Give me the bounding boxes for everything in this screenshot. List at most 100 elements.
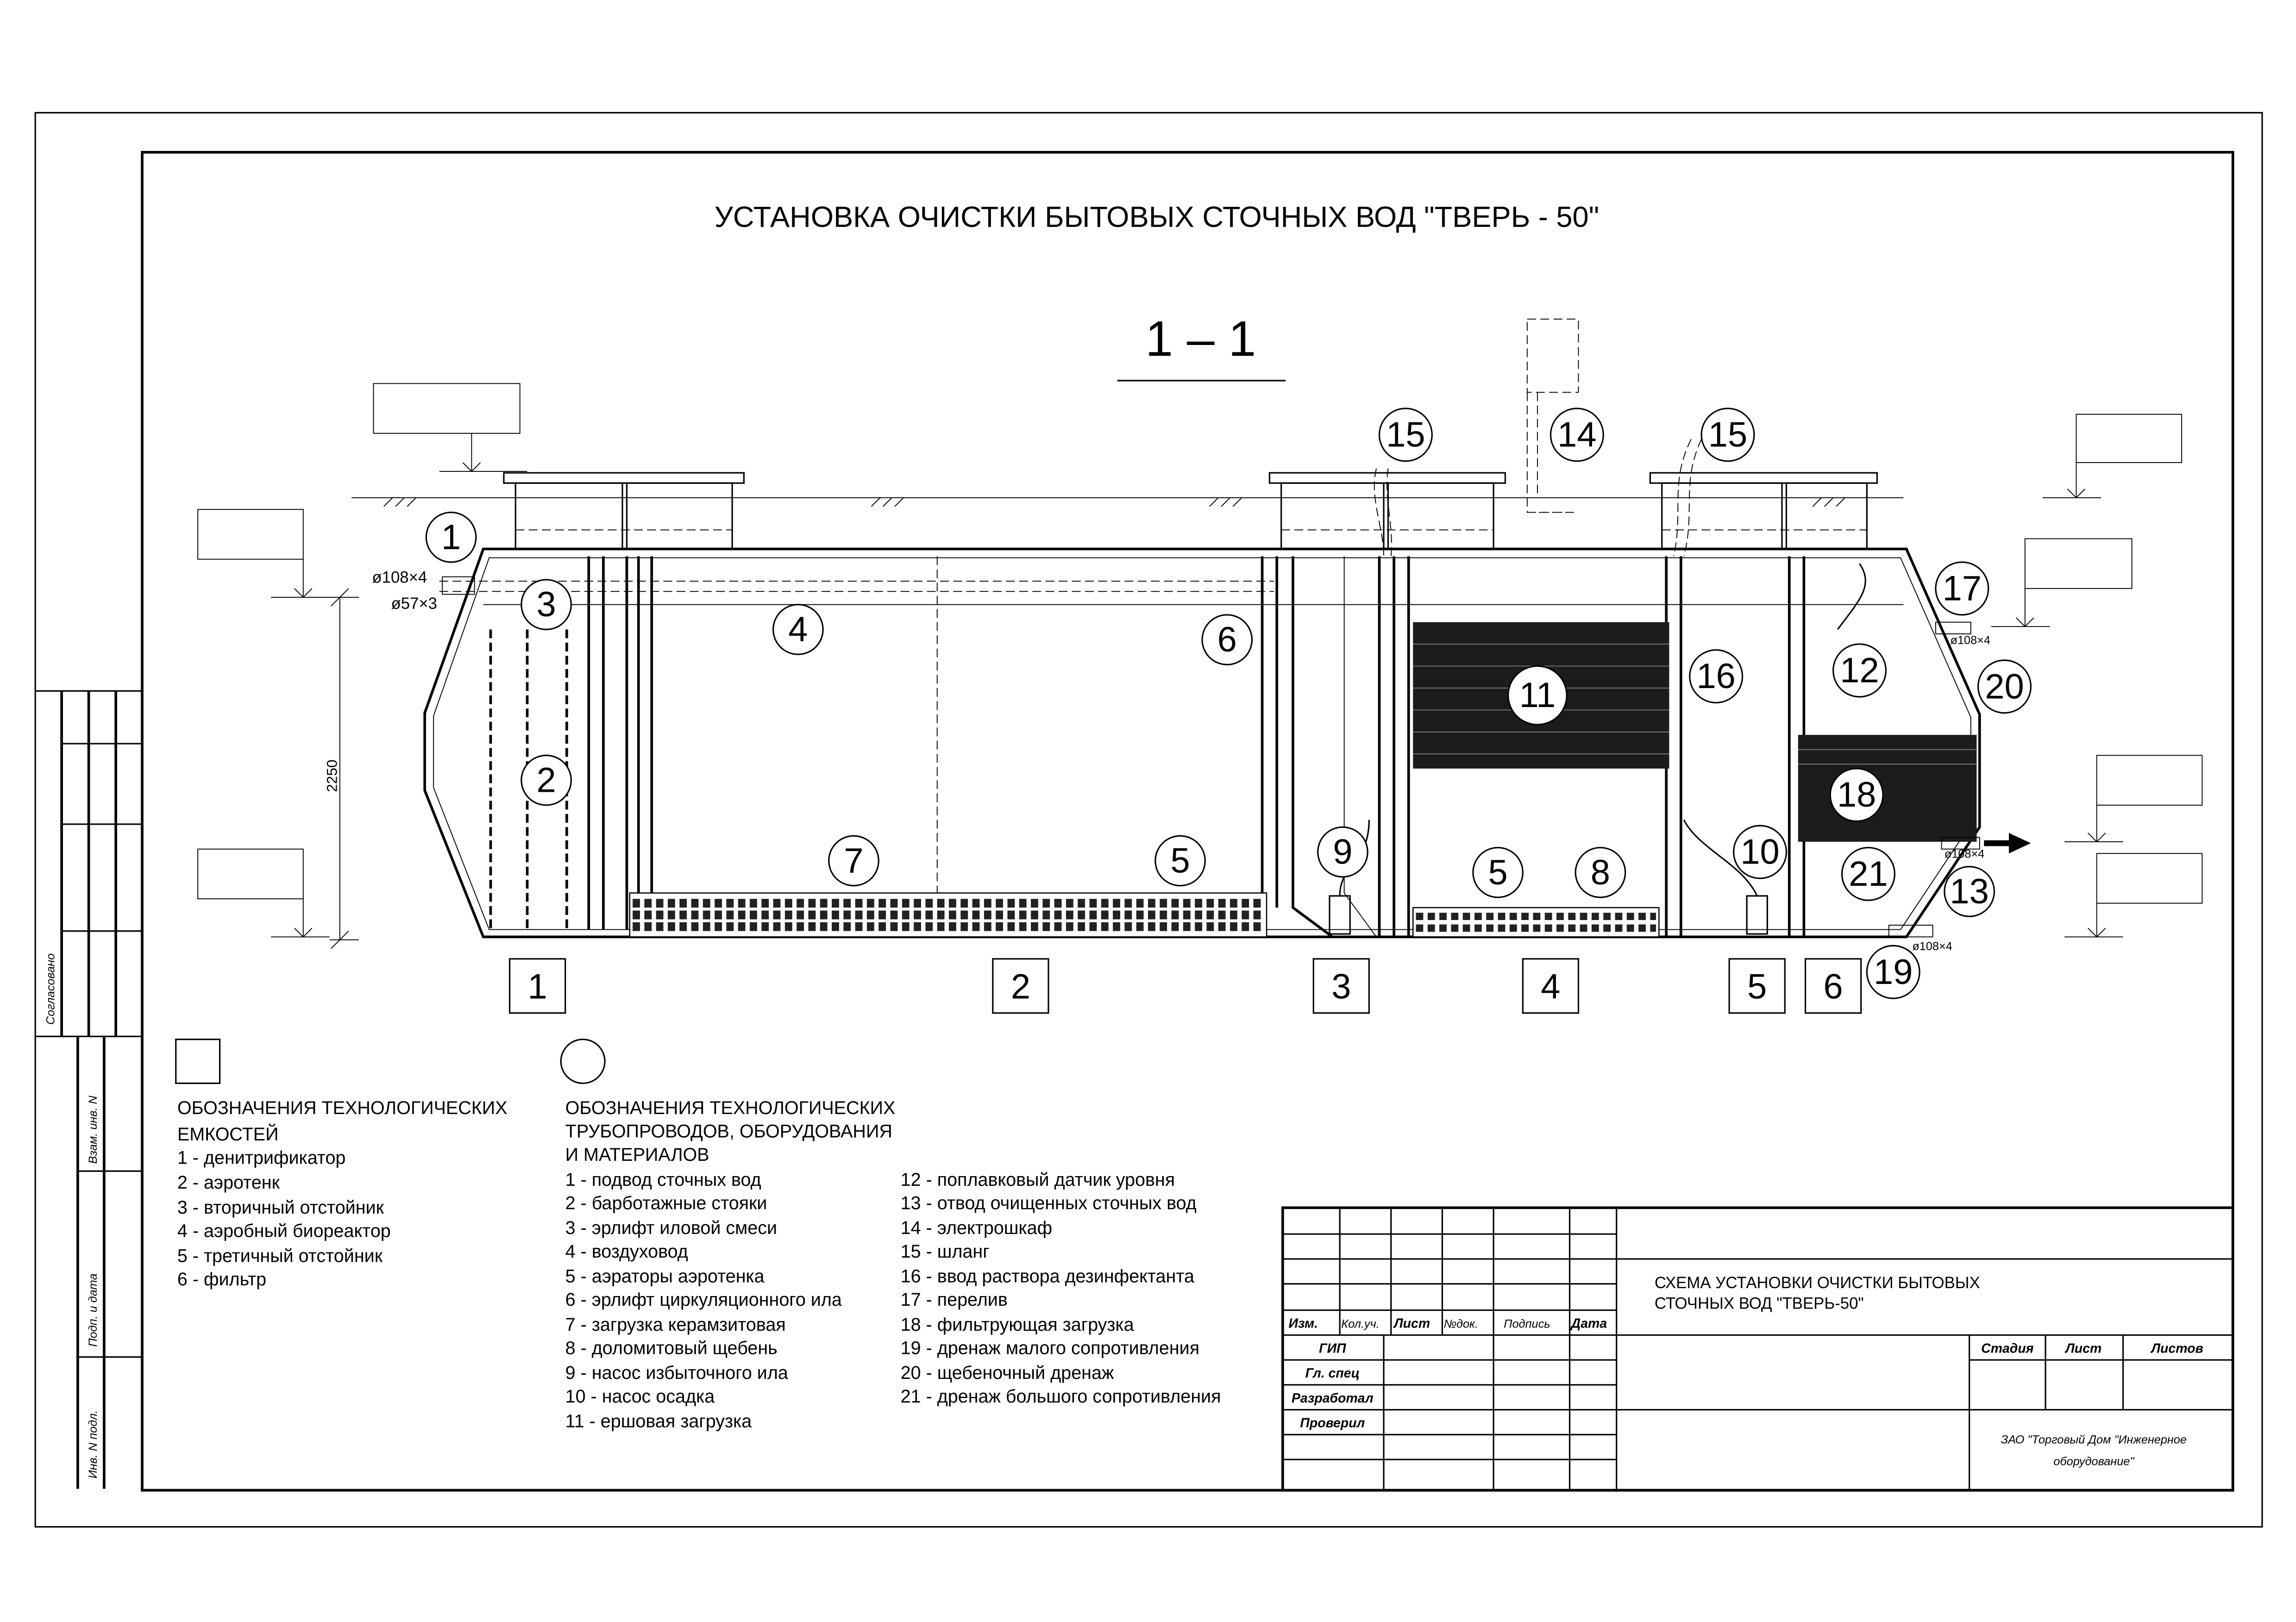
- tank-label-5: 5: [1728, 958, 1786, 1014]
- svg-text:9 - насос избыточного ила: 9 - насос избыточного ила: [565, 1363, 788, 1383]
- svg-text:1 - подвод сточных вод: 1 - подвод сточных вод: [565, 1170, 761, 1190]
- callout-20: 20: [1977, 659, 2032, 714]
- outer-frame: [34, 112, 2263, 1528]
- legend-tanks: ОБОЗНАЧЕНИЯ ТЕХНОЛОГИЧЕСКИХ ЕМКОСТЕЙ 1 -…: [177, 1098, 508, 1290]
- svg-text:10 - насос осадка: 10 - насос осадка: [565, 1386, 715, 1407]
- tank-label-2: 2: [992, 958, 1049, 1014]
- svg-text:Листов: Листов: [2150, 1341, 2203, 1356]
- svg-text:И МАТЕРИАЛОВ: И МАТЕРИАЛОВ: [565, 1145, 709, 1165]
- outlet-arrow-icon: [1888, 621, 2031, 938]
- svg-text:11 - ершовая загрузка: 11 - ершовая загрузка: [565, 1411, 752, 1432]
- svg-text:Кол.уч.: Кол.уч.: [1341, 1318, 1379, 1331]
- callout-18: 18: [1829, 768, 1884, 822]
- callout-7: 7: [828, 835, 879, 887]
- sheet-title: УСТАНОВКА ОЧИСТКИ БЫТОВЫХ СТОЧНЫХ ВОД "Т…: [715, 201, 1599, 233]
- legend-pipes: ОБОЗНАЧЕНИЯ ТЕХНОЛОГИЧЕСКИХ ТРУБОПРОВОДО…: [565, 1098, 1221, 1432]
- svg-text:2250: 2250: [324, 759, 340, 792]
- tank-label-4: 4: [1522, 958, 1580, 1014]
- legend-tank-symbol: [175, 1039, 221, 1084]
- svg-text:Разработал: Разработал: [1292, 1391, 1374, 1406]
- svg-text:Лист: Лист: [1393, 1316, 1430, 1331]
- svg-text:20: 20: [1985, 667, 2024, 706]
- svg-text:13 - отвод очищенных сточных в: 13 - отвод очищенных сточных вод: [901, 1193, 1197, 1213]
- overflow-pipe-label: ø108×4: [1951, 634, 1990, 647]
- svg-text:2 - аэротенк: 2 - аэротенк: [177, 1172, 280, 1193]
- air-duct: [439, 576, 1904, 605]
- svg-text:3: 3: [537, 585, 556, 624]
- svg-text:Лист: Лист: [2064, 1341, 2102, 1356]
- svg-text:Дата: Дата: [1570, 1316, 1607, 1331]
- svg-text:4: 4: [788, 610, 808, 649]
- svg-text:21 - дренаж большого сопротивл: 21 - дренаж большого сопротивления: [901, 1386, 1221, 1407]
- level-markers: [197, 383, 2203, 938]
- svg-text:9: 9: [1333, 833, 1352, 872]
- svg-text:3: 3: [1331, 967, 1351, 1006]
- legend-pipe-symbol: [560, 1039, 606, 1084]
- svg-text:16: 16: [1696, 657, 1735, 696]
- svg-text:Проверил: Проверил: [1300, 1416, 1365, 1431]
- callout-13: 13: [1944, 866, 1995, 917]
- svg-text:19 - дренаж малого сопротивлен: 19 - дренаж малого сопротивления: [901, 1338, 1199, 1358]
- callout-2: 2: [521, 754, 572, 806]
- callout-10: 10: [1733, 825, 1788, 879]
- svg-text:18 - фильтрующая загрузка: 18 - фильтрующая загрузка: [901, 1315, 1134, 1335]
- callout-3: 3: [521, 579, 572, 631]
- air-pipe-label: ø57×3: [391, 595, 437, 613]
- hoses: [1374, 439, 1702, 557]
- svg-text:ОБОЗНАЧЕНИЯ ТЕХНОЛОГИЧЕСКИХ: ОБОЗНАЧЕНИЯ ТЕХНОЛОГИЧЕСКИХ: [565, 1098, 896, 1118]
- filter-loading: [1798, 735, 1977, 842]
- svg-text:7: 7: [844, 841, 863, 880]
- svg-text:ОБОЗНАЧЕНИЯ ТЕХНОЛОГИЧЕСКИХ: ОБОЗНАЧЕНИЯ ТЕХНОЛОГИЧЕСКИХ: [177, 1098, 508, 1118]
- svg-text:17: 17: [1943, 569, 1982, 608]
- svg-text:12: 12: [1840, 651, 1879, 690]
- inlet-pipe-label: ø108×4: [372, 569, 427, 586]
- svg-text:4 - аэробный биореактор: 4 - аэробный биореактор: [177, 1221, 391, 1241]
- svg-text:3 - эрлифт иловой смеси: 3 - эрлифт иловой смеси: [565, 1218, 777, 1238]
- svg-text:Стадия: Стадия: [1981, 1341, 2034, 1356]
- svg-text:оборудование": оборудование": [2053, 1455, 2134, 1468]
- svg-text:14 - электрошкаф: 14 - электрошкаф: [901, 1218, 1052, 1238]
- svg-text:1: 1: [528, 967, 547, 1006]
- svg-text:12 - поплавковый датчик уровня: 12 - поплавковый датчик уровня: [901, 1170, 1175, 1190]
- svg-text:15: 15: [1708, 415, 1747, 454]
- svg-text:17 - перелив: 17 - перелив: [901, 1290, 1008, 1310]
- svg-text:20 - щебеночный дренаж: 20 - щебеночный дренаж: [901, 1363, 1114, 1383]
- callout-15: 15: [1378, 407, 1433, 462]
- svg-text:19: 19: [1874, 952, 1913, 992]
- svg-text:Подпись: Подпись: [1504, 1318, 1550, 1331]
- section-label: 1 – 1: [1145, 311, 1256, 366]
- svg-text:3 - вторичный отстойник: 3 - вторичный отстойник: [177, 1197, 384, 1218]
- callout-9: 9: [1317, 826, 1368, 878]
- svg-text:11: 11: [1519, 676, 1556, 715]
- callout-5: 5: [1154, 835, 1206, 887]
- svg-text:Согласовано: Согласовано: [44, 953, 57, 1025]
- svg-text:Гл. спец: Гл. спец: [1305, 1366, 1360, 1381]
- callout-17: 17: [1935, 561, 1989, 616]
- svg-text:СТОЧНЫХ ВОД "ТВЕРЬ-50": СТОЧНЫХ ВОД "ТВЕРЬ-50": [1655, 1295, 1864, 1312]
- svg-text:15: 15: [1386, 415, 1425, 454]
- callout-6: 6: [1201, 614, 1253, 665]
- svg-text:ЕМКОСТЕЙ: ЕМКОСТЕЙ: [177, 1124, 279, 1145]
- callout-12: 12: [1832, 643, 1887, 698]
- svg-text:Подп. и дата: Подп. и дата: [87, 1273, 100, 1346]
- callout-21: 21: [1841, 846, 1895, 901]
- inner-frame: [141, 150, 2234, 1492]
- svg-text:1 - денитрификатор: 1 - денитрификатор: [177, 1147, 345, 1168]
- svg-text:8: 8: [1591, 853, 1610, 892]
- svg-text:4: 4: [1541, 967, 1560, 1006]
- callout-8: 8: [1575, 846, 1626, 898]
- svg-text:16 - ввод раствора дезинфектан: 16 - ввод раствора дезинфектанта: [901, 1266, 1194, 1287]
- svg-text:5 - третичный отстойник: 5 - третичный отстойник: [177, 1246, 383, 1266]
- callout-15b: 15: [1700, 407, 1755, 462]
- svg-text:7 - загрузка керамзитовая: 7 - загрузка керамзитовая: [565, 1315, 786, 1335]
- svg-text:1: 1: [441, 518, 461, 557]
- callout-1: 1: [425, 511, 477, 563]
- callout-16: 16: [1689, 649, 1744, 704]
- svg-text:5: 5: [1170, 841, 1190, 880]
- callout-14: 14: [1549, 407, 1604, 462]
- svg-text:2: 2: [1011, 967, 1030, 1006]
- side-stamp: Согласовано Взам. инв. N Подп. и дата Ин…: [35, 690, 143, 1489]
- svg-text:Изм.: Изм.: [1289, 1316, 1318, 1331]
- tank-label-3: 3: [1312, 958, 1370, 1014]
